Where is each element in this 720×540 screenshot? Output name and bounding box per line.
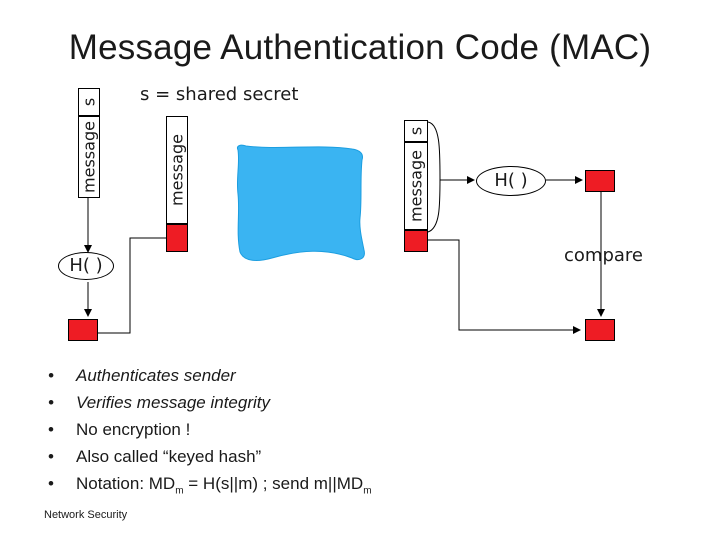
notation-bullet: Notation: MDm = H(s||m) ; send m||MDm [48, 470, 372, 504]
notation-prefix: Notation: MD [76, 474, 176, 493]
sender-message-box: message [78, 116, 100, 198]
receiver-secret-label: s [406, 126, 426, 136]
sender-digest [68, 319, 98, 341]
page-title: Message Authentication Code (MAC) [68, 28, 652, 67]
computed-digest [585, 170, 615, 192]
sender-hash-function: H( ) [58, 252, 114, 280]
receiver-hash-function: H( ) [476, 166, 546, 196]
sent-digest [166, 224, 188, 252]
sender-message-label: message [79, 121, 99, 193]
notation-sub-1: m [175, 485, 184, 497]
received-digest-to-compare-line [415, 239, 581, 334]
shared-secret-caption: s = shared secret [140, 84, 299, 105]
bullet-item: Authenticates sender [48, 362, 372, 389]
bullet-item: Verifies message integrity [48, 389, 372, 416]
bullet-list: Authenticates sender Verifies message in… [48, 362, 372, 504]
sender-hash-label: H( ) [69, 255, 103, 276]
bullet-item: No encryption ! [48, 416, 372, 443]
internet-cloud [236, 144, 365, 261]
receiver-hash-label: H( ) [494, 170, 528, 191]
compare-digest [585, 319, 615, 341]
bullet-item: Also called “keyed hash” [48, 443, 372, 470]
digest-to-message-line [98, 237, 166, 334]
receiver-message-box: message [404, 142, 428, 230]
receiver-message-label: message [406, 150, 426, 222]
sender-secret-label: s [79, 97, 99, 107]
footer-text: Network Security [44, 509, 128, 521]
notation-middle: = H(s||m) ; send m||MD [183, 474, 364, 493]
notation-sub-2: m [363, 485, 372, 497]
receiver-bracket [427, 121, 441, 233]
sender-secret-box: s [78, 88, 100, 116]
compare-label: compare [564, 245, 643, 266]
received-digest [404, 230, 428, 252]
sent-message-label: message [167, 134, 187, 206]
receiver-secret-box: s [404, 120, 428, 142]
sent-message-box: message [166, 116, 188, 224]
